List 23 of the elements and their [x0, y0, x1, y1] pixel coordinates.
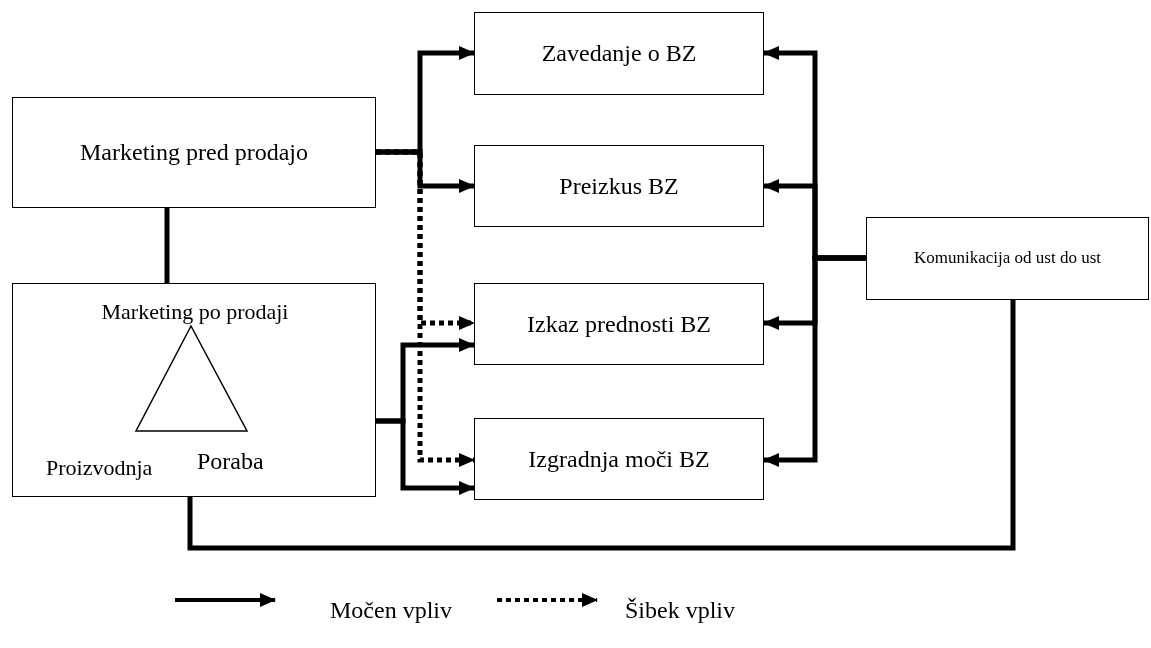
process-box	[474, 418, 764, 500]
process-box	[474, 145, 764, 227]
box-heading: Marketing po prodaji	[100, 300, 290, 325]
process-box	[12, 283, 376, 497]
box-label: Zavedanje o BZ	[541, 40, 697, 67]
arrow	[376, 149, 475, 193]
connector-line	[187, 300, 1016, 551]
process-box	[474, 12, 764, 95]
box-label: Preizkus BZ	[559, 172, 679, 200]
legend-label: Močen vpliv	[330, 597, 452, 624]
legend-label: Šibek vpliv	[625, 597, 735, 624]
corner-label: Proizvodnja	[46, 456, 153, 481]
process-box	[12, 97, 376, 208]
arrow	[763, 255, 866, 467]
arrow	[376, 418, 475, 495]
box-label: Marketing pred prodajo	[80, 139, 308, 166]
process-box	[866, 217, 1149, 300]
connector-line	[164, 208, 170, 283]
box-label: Izkaz prednosti BZ	[527, 310, 711, 338]
box-label: Komunikacija od ust do ust	[914, 249, 1101, 268]
corner-label: Poraba	[197, 448, 264, 475]
box-label: Izgradnja moči BZ	[528, 445, 710, 473]
process-box	[474, 283, 764, 365]
